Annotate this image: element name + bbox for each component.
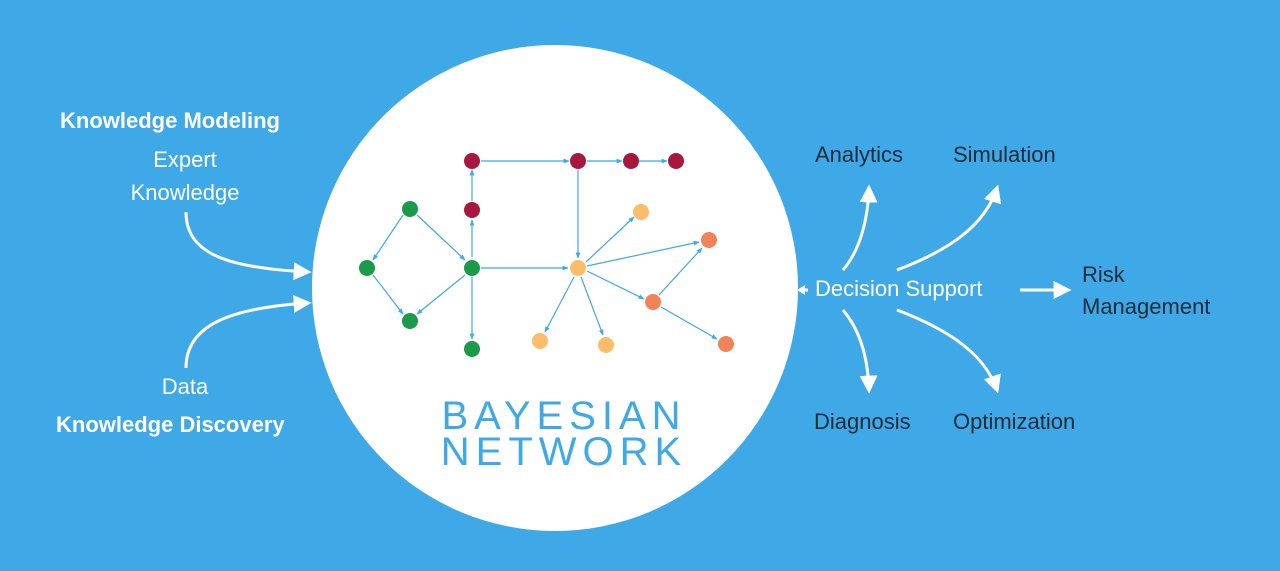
- edge: [660, 306, 718, 340]
- node-orange: [718, 336, 734, 352]
- node-green: [359, 260, 375, 276]
- node-red: [623, 153, 639, 169]
- knowledge-label: Knowledge: [130, 180, 240, 205]
- decision-support-label: Decision Support: [815, 276, 983, 301]
- data-arrow: [184, 294, 312, 369]
- node-green: [464, 260, 480, 276]
- edge: [586, 240, 700, 267]
- risk-label: Risk: [1082, 262, 1125, 287]
- edge: [416, 214, 466, 261]
- edge: [585, 216, 635, 263]
- optimization-label: Optimization: [953, 409, 1076, 434]
- edge: [372, 214, 404, 261]
- simulation-label: Simulation: [953, 142, 1056, 167]
- edge: [372, 274, 404, 315]
- node-orange: [645, 294, 661, 310]
- edge: [586, 270, 645, 300]
- node-green: [402, 313, 418, 329]
- management-label: Management: [1082, 294, 1211, 319]
- node-red: [668, 153, 684, 169]
- title-line-1: BAYESIAN: [441, 394, 687, 438]
- simulation-arrow: [896, 184, 1002, 272]
- edge: [658, 247, 703, 296]
- expert-knowledge-arrow: [184, 211, 312, 281]
- node-yellow: [598, 337, 614, 353]
- node-green: [402, 201, 418, 217]
- expert-label: Expert: [153, 147, 217, 172]
- edge: [416, 274, 466, 315]
- node-green: [464, 341, 480, 357]
- analytics-arrow: [841, 184, 878, 271]
- knowledge-modeling-label: Knowledge Modeling: [60, 108, 280, 133]
- node-red: [464, 153, 480, 169]
- network-edges: [372, 158, 718, 340]
- analytics-label: Analytics: [815, 142, 904, 167]
- data-label: Data: [161, 374, 209, 399]
- edge: [544, 276, 575, 333]
- node-orange: [701, 232, 717, 248]
- node-yellow: [633, 204, 649, 220]
- node-red: [464, 202, 480, 218]
- diagnosis-label: Diagnosis: [814, 409, 911, 434]
- network-nodes: [359, 153, 734, 357]
- decision-support-left-arrowhead: [797, 285, 805, 295]
- edge: [580, 276, 604, 336]
- diagnosis-arrow: [841, 309, 878, 394]
- optimization-arrow: [896, 308, 1001, 394]
- node-red: [570, 153, 586, 169]
- knowledge-discovery-label: Knowledge Discovery: [56, 412, 285, 437]
- node-yellow: [570, 260, 586, 276]
- title-line-2: NETWORK: [440, 430, 688, 474]
- node-yellow: [532, 333, 548, 349]
